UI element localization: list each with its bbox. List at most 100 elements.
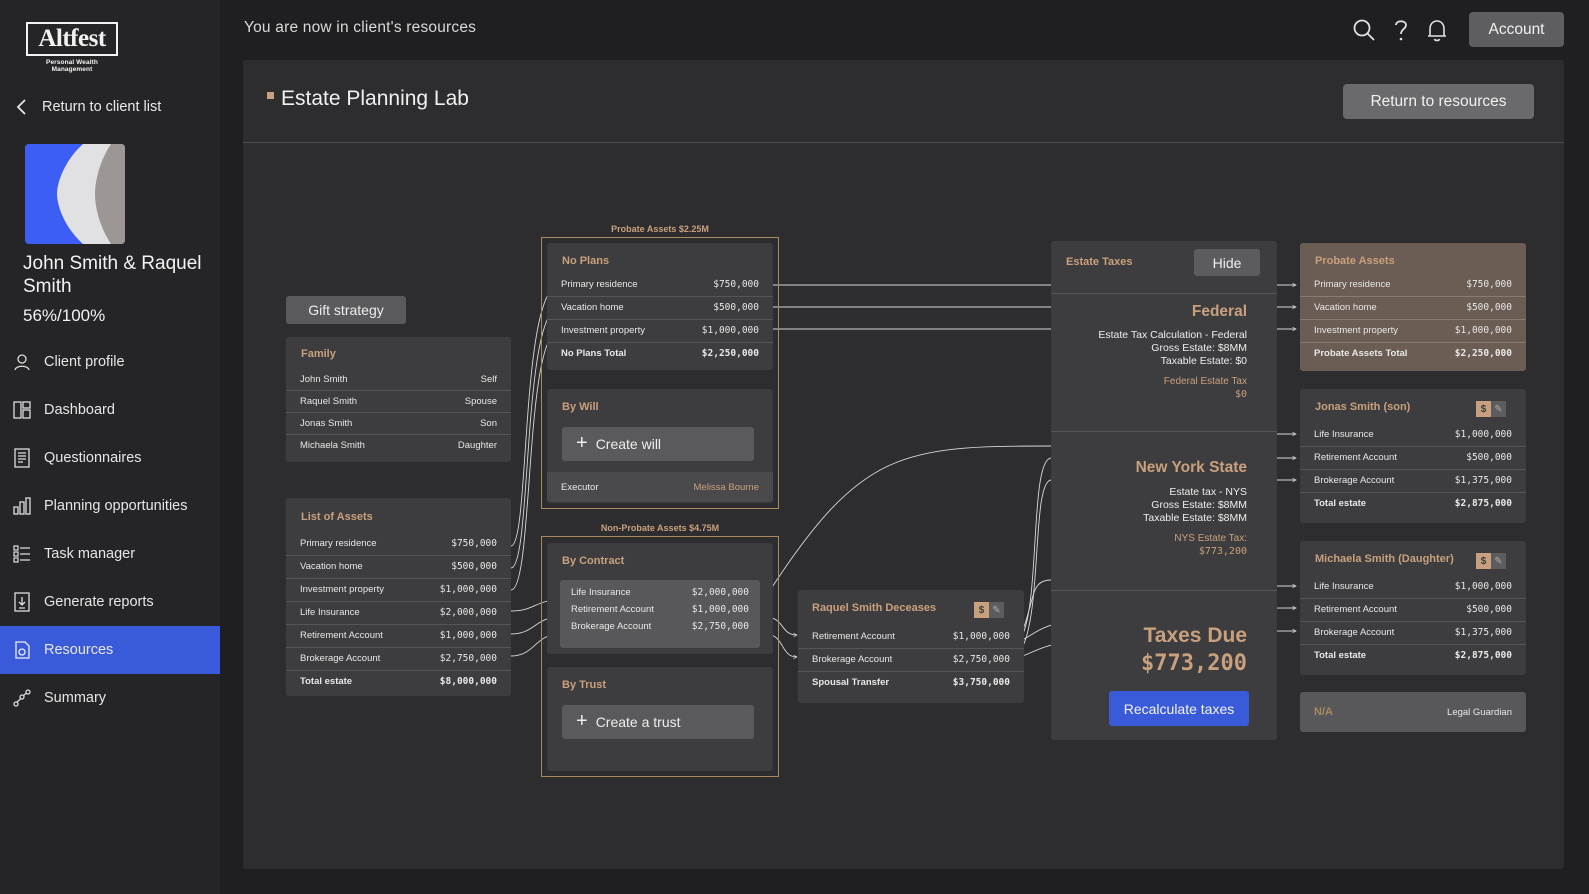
contract-assets-group: Life Insurance$2,000,000 Retirement Acco… — [560, 580, 760, 648]
probate-assets-title: Probate Assets — [1315, 255, 1395, 267]
contract-row[interactable]: Life Insurance$2,000,000 — [560, 582, 760, 602]
help-icon[interactable] — [1388, 17, 1414, 43]
no-plans-row[interactable]: Primary residence$750,000 — [547, 273, 773, 295]
sidebar-item-label: Resources — [44, 642, 114, 658]
logo-tagline: Personal Wealth Management — [46, 59, 98, 73]
edit-icon[interactable]: ✎ — [1491, 553, 1506, 569]
probate-row[interactable]: Primary residence$750,000 — [1300, 273, 1526, 295]
sidebar-item-generate-reports[interactable]: Generate reports — [0, 578, 220, 626]
return-to-resources-button[interactable]: Return to resources — [1343, 84, 1534, 119]
total-label: No Plans Total — [561, 348, 627, 359]
ny-tax-value: $773,200 — [1198, 546, 1247, 557]
asset-name: Life Insurance — [1314, 428, 1374, 440]
recalculate-taxes-button[interactable]: Recalculate taxes — [1109, 691, 1249, 726]
asset-name: Brokerage Account — [571, 620, 652, 632]
family-title: Family — [301, 348, 336, 360]
dollar-icon[interactable]: $ — [1476, 401, 1491, 417]
create-will-button[interactable]: + Create will — [562, 427, 754, 461]
sidebar-item-label: Questionnaires — [44, 450, 142, 466]
total-label: Probate Assets Total — [1314, 348, 1408, 359]
sidebar: Altfest Personal Wealth Management Retur… — [0, 0, 220, 894]
create-trust-button[interactable]: + Create a trust — [562, 705, 754, 739]
member-relation: Spouse — [464, 396, 497, 407]
avatar-graphic — [25, 144, 125, 244]
federal-title: Federal — [1191, 303, 1247, 320]
edit-icon[interactable]: ✎ — [1491, 401, 1506, 417]
spouse-deceases-card: Raquel Smith Deceases $ ✎ Retirement Acc… — [798, 590, 1024, 703]
guardian-label: N/A — [1314, 706, 1333, 718]
asset-row[interactable]: Retirement Account$1,000,000 — [286, 624, 511, 646]
hide-taxes-button[interactable]: Hide — [1194, 249, 1260, 276]
asset-row[interactable]: Life Insurance$2,000,000 — [286, 601, 511, 623]
taxes-due-label: Taxes Due — [1143, 624, 1248, 647]
sidebar-item-label: Generate reports — [44, 594, 154, 610]
asset-name: Vacation home — [300, 561, 363, 572]
executor-row[interactable]: Executor Melissa Bourne — [547, 472, 773, 502]
contract-row[interactable]: Brokerage Account $2,750,000 — [560, 616, 760, 636]
person-icon — [14, 354, 30, 371]
edit-icon[interactable]: ✎ — [989, 602, 1004, 618]
sidebar-item-planning-opportunities[interactable]: Planning opportunities — [0, 482, 220, 530]
michaela-row[interactable]: Retirement Account$500,000 — [1300, 598, 1526, 620]
jonas-row[interactable]: Retirement Account$500,000 — [1300, 446, 1526, 468]
summary-icon — [13, 689, 31, 707]
asset-name: Vacation home — [561, 302, 624, 313]
asset-value: $2,750,000 — [691, 620, 749, 632]
asset-value: $1,000,000 — [1454, 428, 1512, 440]
sidebar-item-task-manager[interactable]: Task manager — [0, 530, 220, 578]
no-plans-row[interactable]: Investment property$1,000,000 — [547, 319, 773, 341]
asset-value: $2,000,000 — [691, 586, 749, 598]
bell-icon[interactable] — [1424, 17, 1450, 43]
michaela-row[interactable]: Life Insurance$1,000,000 — [1300, 575, 1526, 597]
client-progress: 56%/100% — [23, 306, 106, 325]
return-to-client-list-link[interactable]: Return to client list — [14, 94, 214, 120]
asset-row[interactable]: Brokerage Account$2,750,000 — [286, 647, 511, 669]
contract-row[interactable]: Retirement Account$1,000,000 — [560, 599, 760, 619]
no-plans-row[interactable]: Vacation home$500,000 — [547, 296, 773, 318]
sidebar-item-client-profile[interactable]: Client profile — [0, 338, 220, 386]
sidebar-item-questionnaires[interactable]: Questionnaires — [0, 434, 220, 482]
asset-value: $2,750,000 — [439, 653, 497, 664]
dollar-icon[interactable]: $ — [1476, 553, 1491, 569]
asset-value: $1,375,000 — [1454, 475, 1512, 486]
jonas-row[interactable]: Life Insurance $1,000,000 — [1300, 423, 1526, 445]
sidebar-nav: Client profile Dashboard Questionnaires … — [0, 338, 220, 722]
beneficiary-michaela-card: Michaela Smith (Daughter) $ ✎ Life Insur… — [1300, 541, 1526, 675]
probate-row[interactable]: Vacation home$500,000 — [1300, 296, 1526, 318]
questionnaire-icon — [14, 448, 30, 468]
asset-name: Investment property — [561, 325, 645, 336]
asset-value: $1,000,000 — [439, 630, 497, 641]
by-contract-title: By Contract — [562, 555, 625, 567]
michaela-total-row: Total estate$2,875,000 — [1300, 644, 1526, 666]
no-plans-total-row: No Plans Total$2,250,000 — [547, 342, 773, 364]
deceases-row[interactable]: Retirement Account$1,000,000 — [798, 625, 1024, 647]
chevron-left-icon — [16, 99, 26, 115]
account-button[interactable]: Account — [1469, 12, 1564, 47]
asset-row[interactable]: Vacation home$500,000 — [286, 555, 511, 577]
legal-guardian-card[interactable]: N/A Legal Guardian — [1300, 692, 1526, 732]
sidebar-item-resources[interactable]: Resources — [0, 626, 220, 674]
gift-strategy-button[interactable]: Gift strategy — [286, 296, 406, 324]
sidebar-item-label: Task manager — [44, 546, 136, 562]
michaela-actions: $ ✎ — [1476, 553, 1506, 569]
jonas-row[interactable]: Brokerage Account$1,375,000 — [1300, 469, 1526, 491]
avatar[interactable] — [25, 144, 125, 244]
sidebar-item-summary[interactable]: Summary — [0, 674, 220, 722]
sidebar-item-dashboard[interactable]: Dashboard — [0, 386, 220, 434]
altfest-logo[interactable]: Altfest Personal Wealth Management — [26, 22, 118, 73]
plus-icon: + — [576, 432, 588, 454]
deceases-row[interactable]: Brokerage Account$2,750,000 — [798, 648, 1024, 670]
jonas-actions: $ ✎ — [1476, 401, 1506, 417]
dollar-icon[interactable]: $ — [974, 602, 989, 618]
asset-row[interactable]: Primary residence$750,000 — [286, 532, 511, 554]
asset-row[interactable]: Investment property$1,000,000 — [286, 578, 511, 600]
ny-calc-line: Estate tax - NYS — [1169, 486, 1247, 498]
search-icon[interactable] — [1351, 17, 1377, 43]
probate-row[interactable]: Investment property$1,000,000 — [1300, 319, 1526, 341]
michaela-row[interactable]: Brokerage Account$1,375,000 — [1300, 621, 1526, 643]
